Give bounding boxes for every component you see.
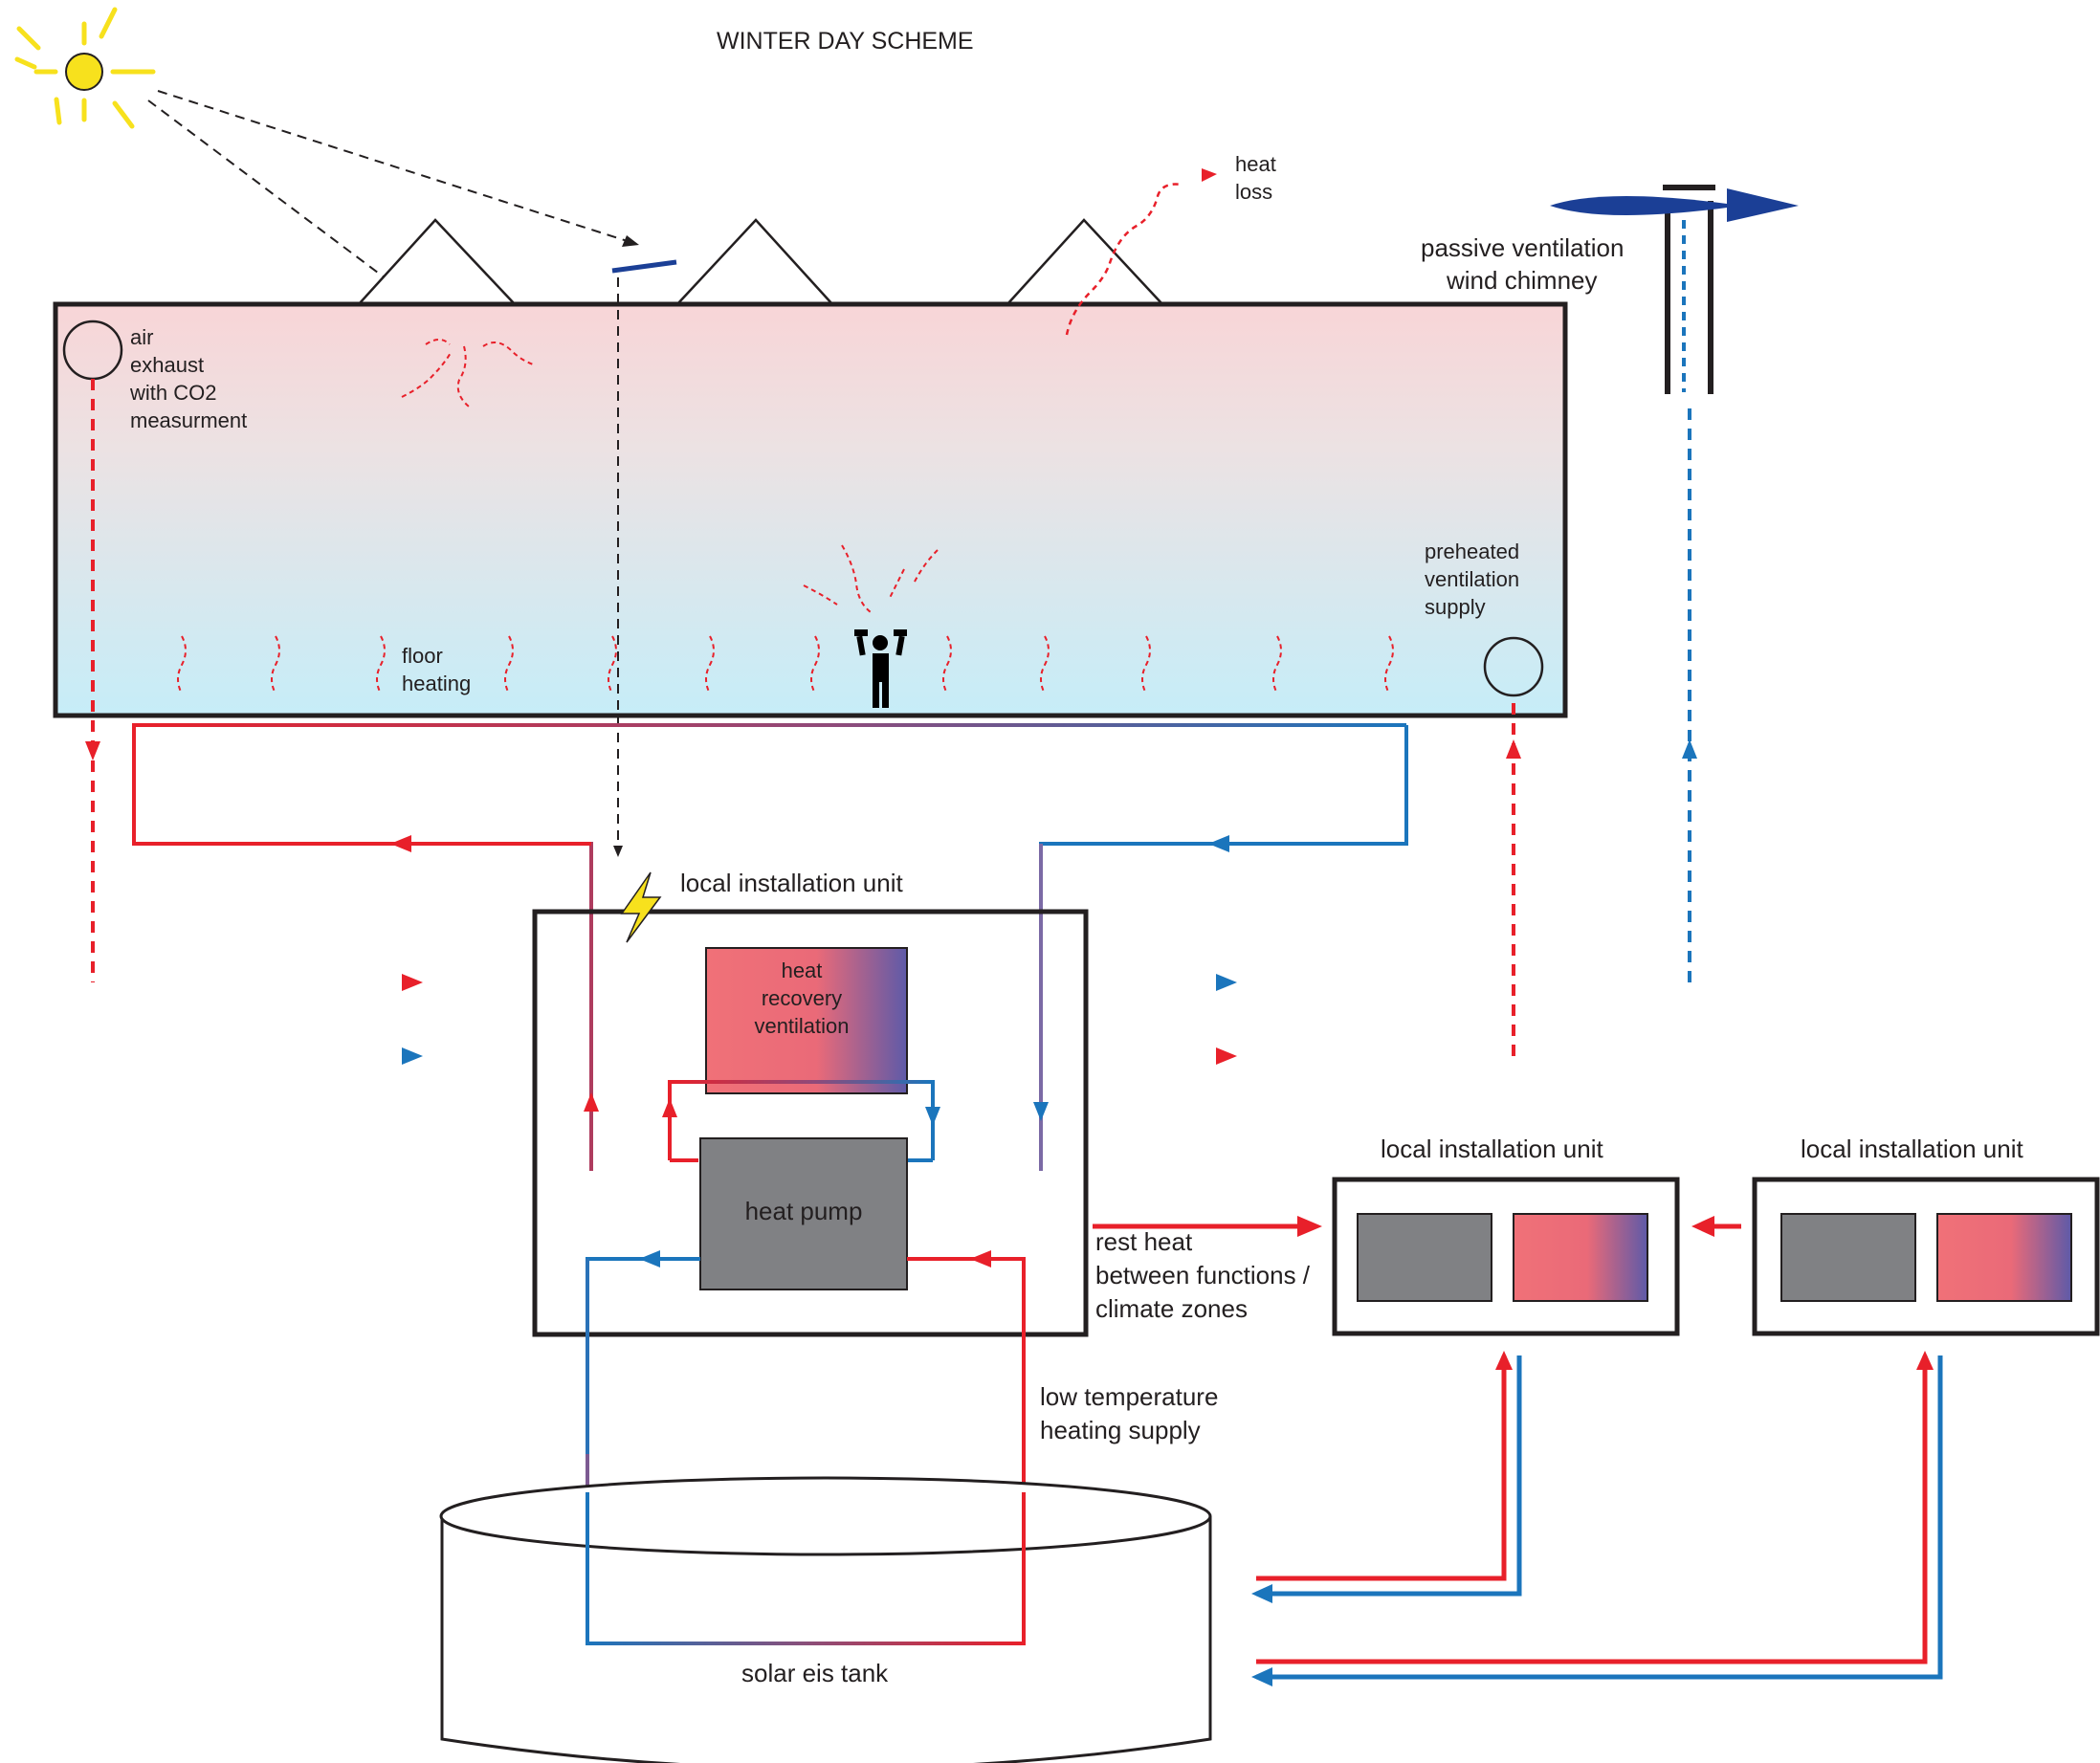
solar-rays (147, 90, 637, 331)
svg-text:loss: loss (1235, 180, 1272, 204)
unit-2-heat-pump (1357, 1213, 1492, 1302)
fresh-air-supply-duct (0, 695, 1515, 1058)
main-unit-title: local installation unit (680, 869, 903, 897)
local-installation-unit-2 (1332, 1177, 1680, 1336)
svg-text:heat: heat (1235, 152, 1276, 176)
heat-pump-label: heat pump (745, 1197, 863, 1225)
svg-text:wind chimney: wind chimney (1446, 266, 1598, 295)
air-exhaust-label: air exhaust with CO2 measurment (129, 325, 247, 432)
floor-heating-waves (177, 635, 1394, 694)
svg-text:with CO2: with CO2 (129, 381, 216, 405)
svg-text:heating: heating (402, 672, 471, 695)
person-icon (854, 629, 907, 708)
unit-3-to-unit-2-arrow (1691, 1216, 1714, 1237)
svg-text:air: air (130, 325, 153, 349)
preheated-supply-label: preheated ventilation supply (1425, 540, 1519, 619)
unit-3-heat-recovery (1936, 1213, 2072, 1302)
wind-chimney-icon (1550, 185, 1799, 394)
heat-loss-arrow (1065, 183, 1183, 336)
svg-text:between functions /: between functions / (1095, 1261, 1311, 1289)
svg-text:passive ventilation: passive ventilation (1421, 233, 1624, 262)
heat-loss-label: heat loss (1235, 152, 1276, 204)
svg-text:exhaust: exhaust (130, 353, 204, 377)
exhaust-air-duct (91, 379, 1691, 984)
svg-text:ventilation: ventilation (1425, 567, 1519, 591)
roof-skylights (358, 218, 1163, 305)
svg-text:ventilation: ventilation (754, 1014, 849, 1038)
heat-recovery-ventilation-box (705, 947, 908, 1094)
solar-eis-tank (439, 1476, 1212, 1763)
unit-2-heat-recovery (1513, 1213, 1648, 1302)
local-installation-unit-3 (1752, 1177, 2100, 1336)
svg-text:recovery: recovery (762, 986, 842, 1010)
sun-icon (14, 7, 156, 129)
low-temperature-label: low temperature heating supply (1040, 1382, 1218, 1444)
room (53, 301, 1568, 718)
unit-3-heat-pump (1780, 1213, 1916, 1302)
svg-text:climate zones: climate zones (1095, 1294, 1248, 1323)
main-local-installation-unit (532, 909, 1089, 1337)
svg-text:measurment: measurment (130, 408, 247, 432)
light-reflector-panel (611, 259, 677, 274)
wind-chimney-label: passive ventilation wind chimney (1421, 233, 1624, 295)
solar-gain-squiggles (401, 339, 939, 613)
floor-heating-label: floor heating (402, 644, 471, 695)
svg-text:rest heat: rest heat (1095, 1227, 1193, 1256)
svg-text:low temperature: low temperature (1040, 1382, 1218, 1411)
diagram-title: WINTER DAY SCHEME (717, 28, 974, 55)
unit-3-title: local installation unit (1801, 1135, 2023, 1163)
svg-text:heat: heat (782, 959, 823, 982)
preheated-supply-inlet (1483, 636, 1544, 697)
svg-text:heating supply: heating supply (1040, 1416, 1201, 1444)
heat-pump-box (699, 1137, 908, 1290)
svg-text:floor: floor (402, 644, 443, 668)
svg-text:supply: supply (1425, 595, 1486, 619)
rest-heat-label: rest heat between functions / climate zo… (1095, 1227, 1311, 1323)
svg-text:preheated: preheated (1425, 540, 1519, 563)
unit-2-title: local installation unit (1381, 1135, 1603, 1163)
unit-tank-pipes (1256, 1355, 1943, 1680)
tank-label: solar eis tank (741, 1659, 889, 1687)
lightning-icon (620, 871, 662, 943)
heat-recovery-label: heat recovery ventilation (754, 959, 849, 1038)
